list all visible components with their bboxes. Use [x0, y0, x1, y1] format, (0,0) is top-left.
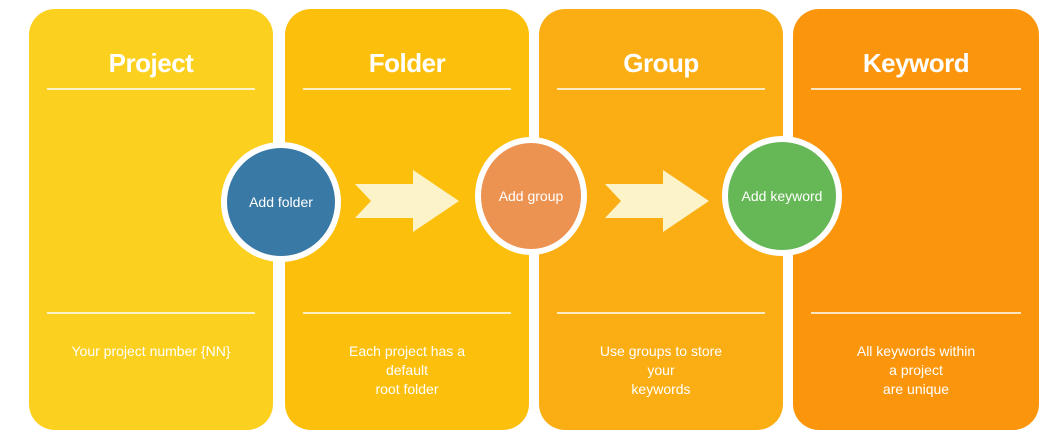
add-folder-button[interactable]: Add folder — [221, 142, 341, 262]
add-keyword-button[interactable]: Add keyword — [722, 136, 842, 256]
folder-bottom-divider — [303, 312, 511, 314]
keyword-title: Keyword — [862, 48, 970, 78]
add-folder-label: Add folder — [249, 194, 313, 210]
folder-title: Folder — [368, 48, 446, 78]
project-top-divider — [47, 88, 255, 90]
group-description: Use groups to store your keywords — [599, 343, 723, 397]
keyword-bottom-divider — [811, 312, 1021, 314]
group-title: Group — [623, 48, 699, 78]
add-keyword-label: Add keyword — [741, 188, 823, 204]
project-title: Project — [108, 48, 194, 78]
keyword-top-divider — [811, 88, 1021, 90]
arrow-right-icon — [355, 170, 459, 232]
group-bottom-divider — [557, 312, 765, 314]
folder-top-divider — [303, 88, 511, 90]
arrow-right-icon — [605, 170, 709, 232]
project-bottom-divider — [47, 312, 255, 314]
project-description: Your project number {NN} — [71, 343, 231, 359]
folder-description: Each project has a default root folder — [349, 343, 465, 397]
group-top-divider — [557, 88, 765, 90]
add-group-label: Add group — [498, 188, 564, 204]
keyword-description: All keywords within a project are unique — [856, 343, 976, 397]
add-group-button[interactable]: Add group — [475, 137, 587, 255]
